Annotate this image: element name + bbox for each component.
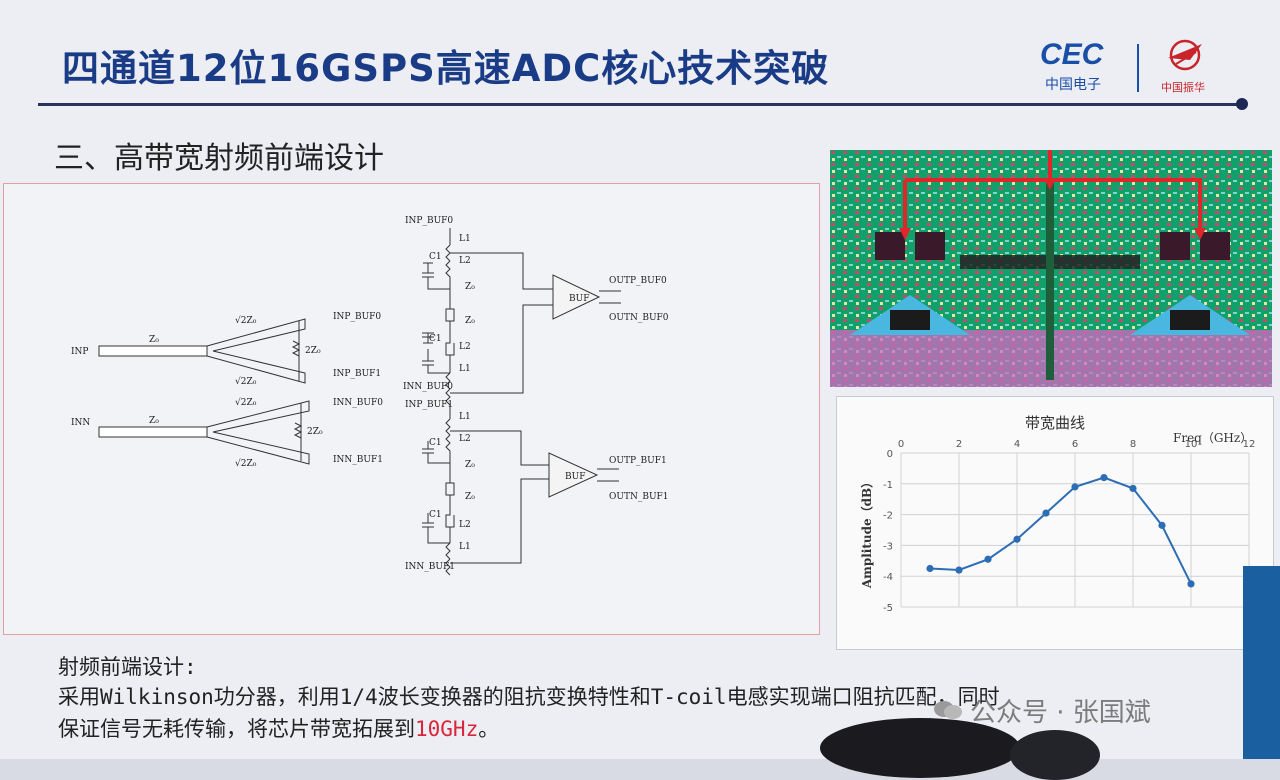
data-point-3 — [1013, 535, 1021, 543]
label-z0-b: Z₀ — [465, 316, 475, 326]
y-tick-label-5: -5 — [883, 603, 893, 614]
cec-logo: CEC — [1040, 38, 1104, 71]
y-tick-label-4: -4 — [883, 572, 893, 583]
data-point-5 — [1071, 483, 1079, 491]
watermark: 公众号 · 张国斌 — [930, 692, 1151, 729]
label-l2-b: L2 — [459, 342, 471, 352]
zhenhua-logo-subtitle: 中国振华 — [1161, 81, 1205, 94]
series-line — [929, 476, 1192, 585]
label-c1-c: C1 — [429, 438, 442, 448]
x-tick-label-0: 0 — [898, 439, 904, 450]
chip-layout-image — [830, 150, 1272, 387]
label-2z0-a: 2Z₀ — [305, 346, 321, 356]
description-heading: 射频前端设计: — [58, 655, 197, 679]
x-tick-label-5: 10 — [1185, 439, 1198, 450]
data-point-4 — [1042, 509, 1050, 517]
watermark-text: 公众号 · 张国斌 — [970, 698, 1151, 728]
description-end: 。 — [478, 717, 500, 741]
data-point-7 — [1129, 484, 1137, 493]
title-rule — [38, 103, 1242, 106]
data-point-0 — [926, 564, 934, 573]
wechat-icon — [934, 701, 962, 719]
description-text: 保证信号无耗传输，将芯片带宽拓展到 — [58, 717, 415, 741]
label-c1-d: C1 — [429, 510, 442, 520]
description-line-1: 采用Wilkinson功分器，利用1/4波长变换器的阻抗变换特性和T-coil电… — [58, 685, 1000, 709]
label-outn-buf0: OUTN_BUF0 — [609, 313, 669, 323]
label-outp-buf0: OUTP_BUF0 — [609, 276, 667, 286]
label-sqrt2z0-c: √2Z₀ — [235, 397, 257, 408]
slide-title: 四通道12位16GSPS高速ADC核心技术突破 — [62, 47, 830, 90]
description-line-2: 保证信号无耗传输，将芯片带宽拓展到10GHz。 — [58, 713, 499, 743]
bandwidth-chart: 0 2 4 6 8 10 12 0 -1 -2 -3 -4 -5 带宽曲线 Freq（GHz） Amplitu… — [859, 414, 1256, 614]
y-tick-label-0: 0 — [887, 449, 893, 460]
x-tick-label-1: 2 — [956, 439, 962, 450]
bandwidth-chart-panel: 0 2 4 6 8 10 12 0 -1 -2 -3 -4 -5 带宽曲线 Freq（GHz） Amplitu… — [836, 396, 1274, 650]
chart-title: 带宽曲线 — [1025, 414, 1085, 432]
y-tick-label-2: -2 — [883, 511, 893, 522]
data-point-6 — [1100, 474, 1108, 482]
buffer-label-0: BUF — [569, 294, 589, 304]
label-l1-a: L1 — [459, 234, 471, 244]
x-tick-label-2: 4 — [1014, 439, 1020, 450]
x-tick-label-6: 12 — [1243, 439, 1256, 450]
label-sqrt2z0-b: √2Z₀ — [235, 376, 257, 387]
logo-divider — [1137, 44, 1139, 92]
label-c1-b: C1 — [429, 334, 442, 344]
label-inp: INP — [71, 347, 89, 357]
label-z0-inp: Z₀ — [149, 335, 159, 345]
x-tick-label-3: 6 — [1072, 439, 1078, 450]
audience-head-2 — [1010, 730, 1100, 780]
label-l1-d: L1 — [459, 542, 471, 552]
label-sqrt2z0-d: √2Z₀ — [235, 458, 257, 469]
label-inn-buf1-bot: INN_BUF1 — [405, 562, 455, 572]
label-inn: INN — [71, 418, 90, 428]
zhenhua-logo-icon — [1168, 39, 1202, 71]
label-l1-c: L1 — [459, 412, 471, 422]
x-tick-label-4: 8 — [1130, 439, 1136, 450]
label-sqrt2z0-a: √2Z₀ — [235, 315, 257, 326]
label-inp-buf0: INP_BUF0 — [333, 312, 381, 322]
x-axis-label: Freq（GHz） — [1173, 431, 1252, 445]
y-tick-label-3: -3 — [883, 541, 893, 552]
label-inn-buf1: INN_BUF1 — [333, 455, 383, 465]
section-title: 三、高带宽射频前端设计 — [54, 141, 384, 176]
label-l2-d: L2 — [459, 520, 471, 530]
label-l1-b: L1 — [459, 364, 471, 374]
label-outn-buf1: OUTN_BUF1 — [609, 492, 669, 502]
label-inp-buf0-top: INP_BUF0 — [405, 216, 453, 226]
buffer-label-1: BUF — [565, 472, 585, 482]
y-tick-label-1: -1 — [883, 480, 893, 491]
label-2z0-b: 2Z₀ — [307, 427, 323, 437]
label-z0-a: Z₀ — [465, 282, 475, 292]
schematic-frame — [3, 183, 820, 635]
data-point-1 — [955, 566, 963, 574]
bandwidth-highlight: 10GHz — [415, 717, 479, 741]
title-rule-dot — [1236, 98, 1248, 110]
label-outp-buf1: OUTP_BUF1 — [609, 456, 667, 466]
data-point-2 — [984, 555, 992, 563]
cec-logo-subtitle: 中国电子 — [1045, 77, 1101, 93]
label-inn-buf0-mid: INN_BUF0 — [403, 382, 453, 392]
label-l2-c: L2 — [459, 434, 471, 444]
audience-head — [820, 718, 1020, 778]
y-axis-label: Amplitude（dB） — [859, 476, 874, 589]
data-point-9 — [1187, 580, 1195, 588]
rf-frontend-schematic: INP INN Z₀ Z₀ √2Z₀ √2Z₀ √2Z₀ √2Z₀ 2Z₀ 2Z… — [71, 216, 669, 576]
label-inn-buf0: INN_BUF0 — [333, 398, 383, 408]
data-point-8 — [1158, 521, 1166, 529]
label-z0-d: Z₀ — [465, 492, 475, 502]
label-inp-buf1-mid: INP_BUF1 — [405, 400, 453, 410]
podium-edge — [1243, 566, 1280, 759]
label-z0-inn: Z₀ — [149, 416, 159, 426]
label-c1-a: C1 — [429, 252, 442, 262]
label-l2-a: L2 — [459, 256, 471, 266]
label-z0-c: Z₀ — [465, 460, 475, 470]
label-inp-buf1: INP_BUF1 — [333, 369, 381, 379]
